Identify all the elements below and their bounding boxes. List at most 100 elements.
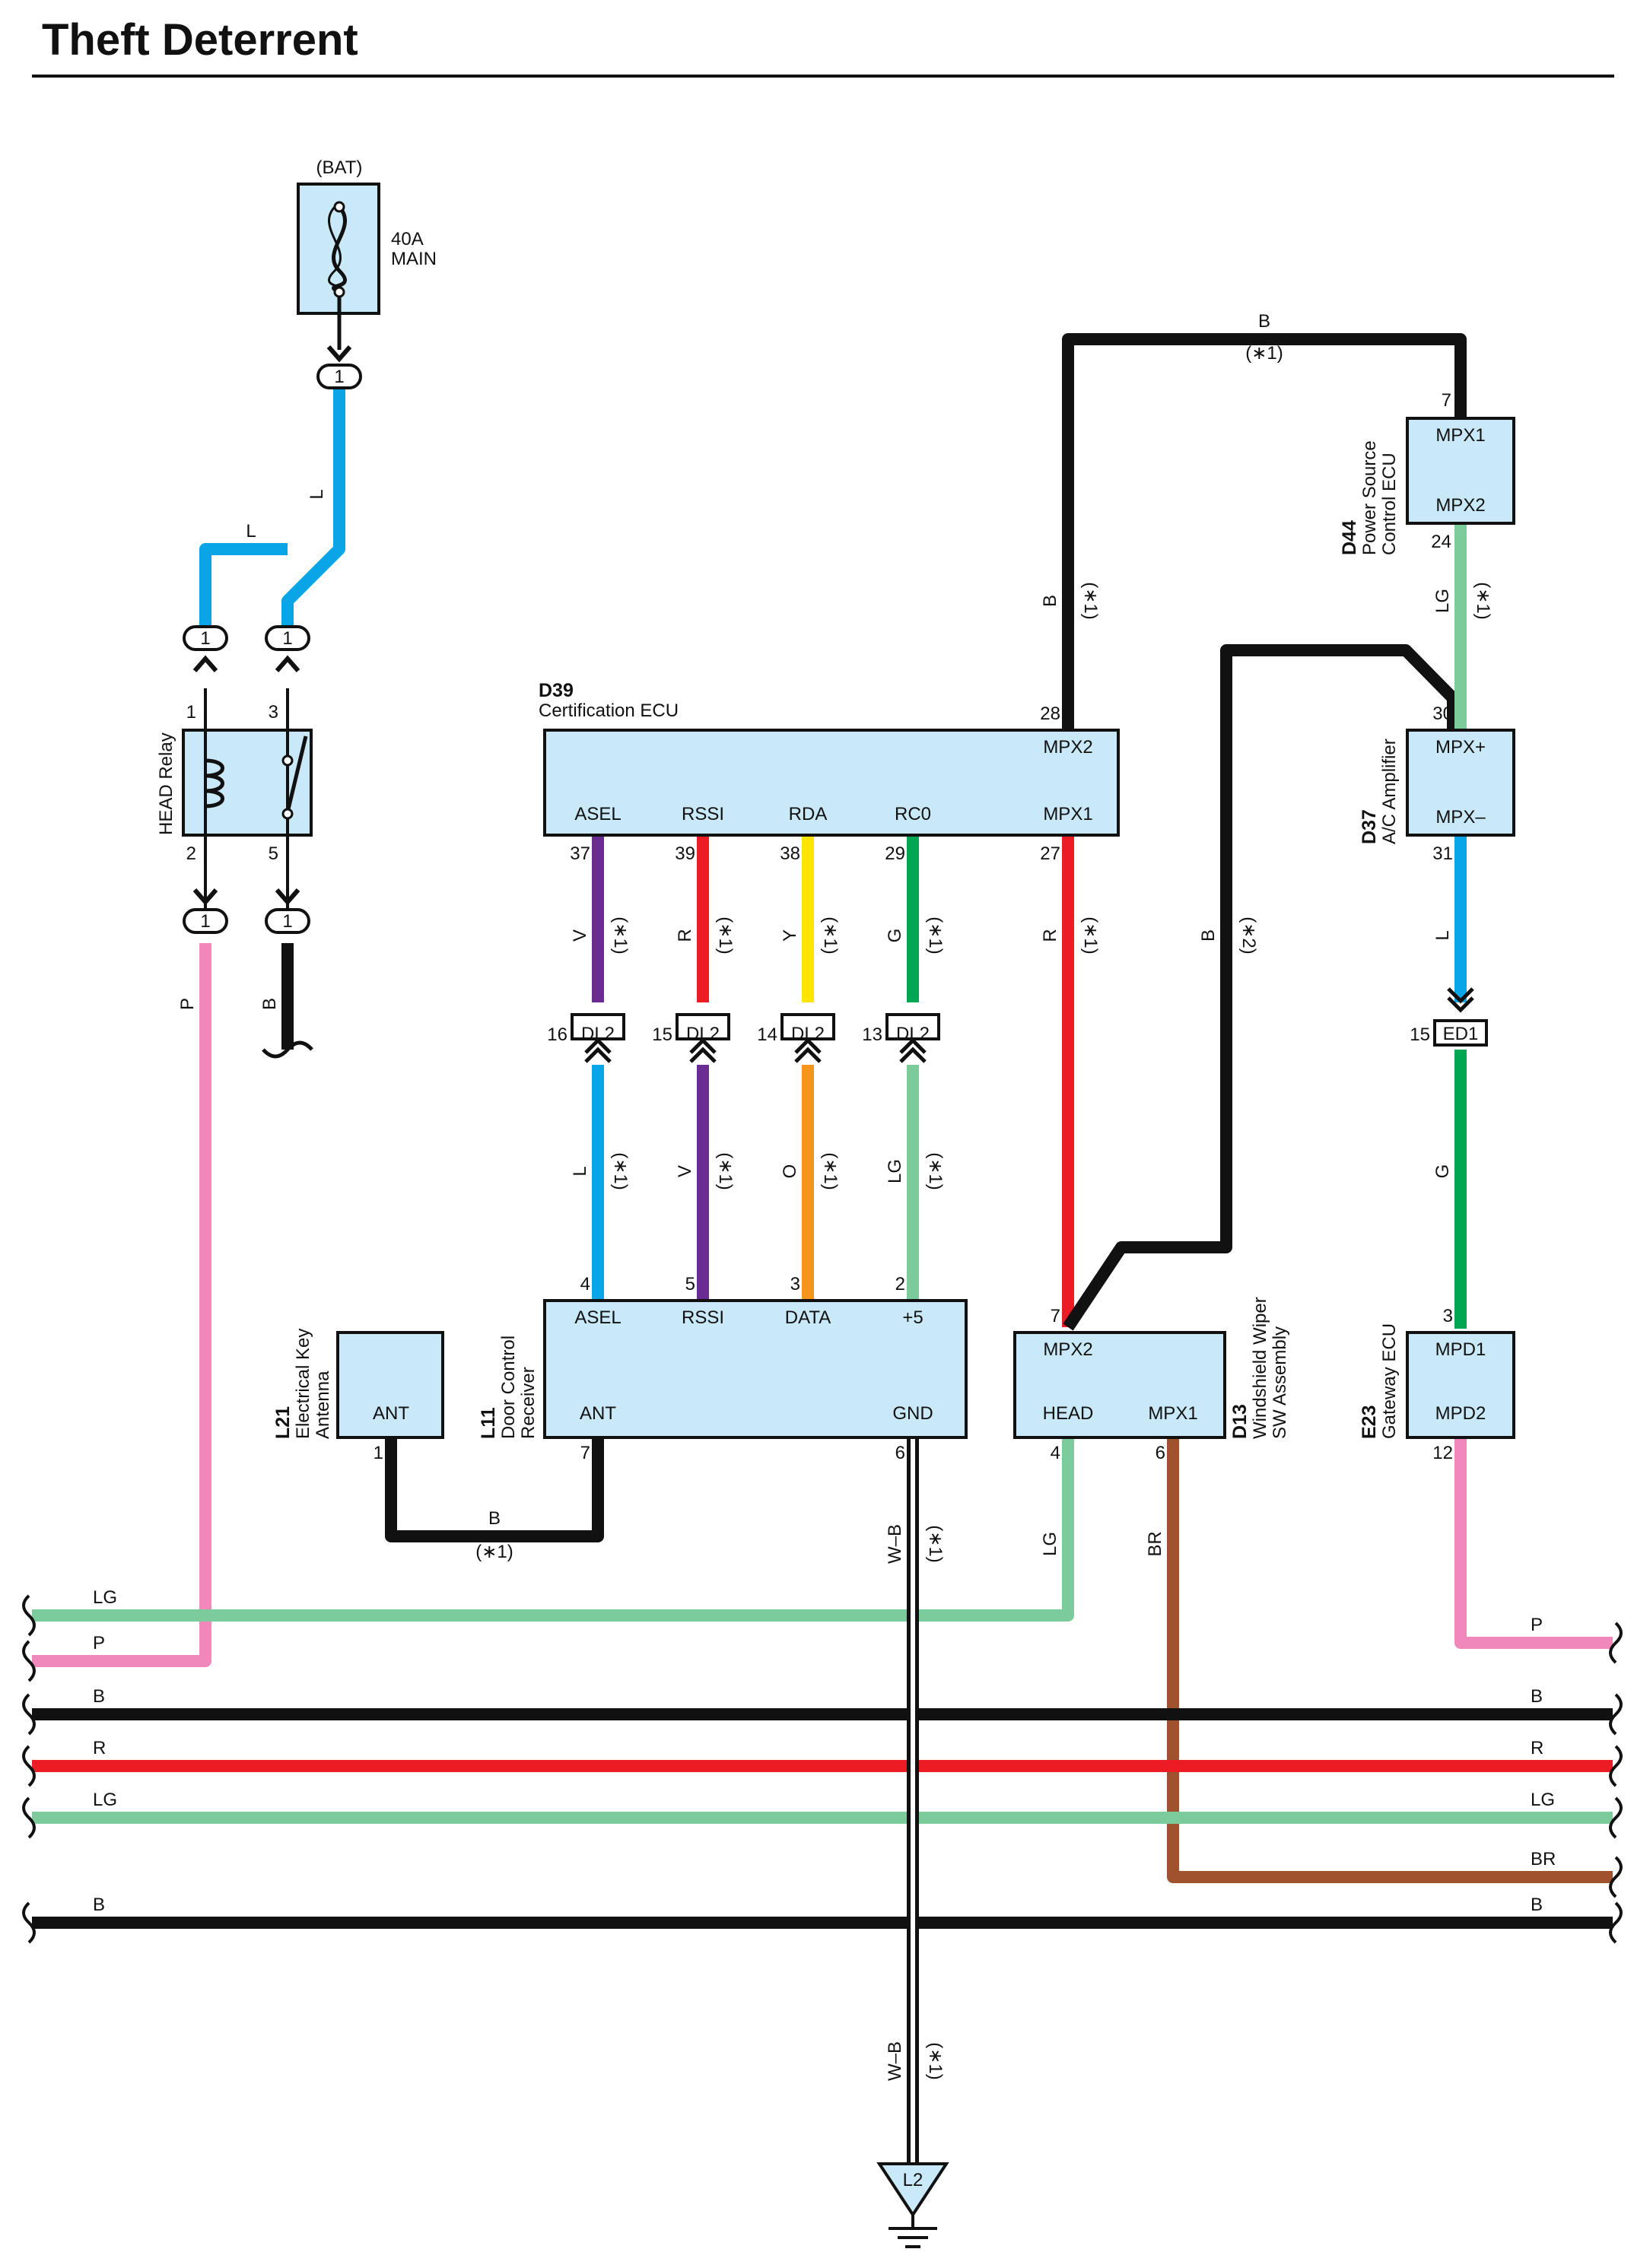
wiper-term-head: HEAD bbox=[1043, 1403, 1094, 1424]
cert-pin-28: 28 bbox=[1040, 704, 1060, 724]
dl2-pin-13: 13 bbox=[862, 1024, 882, 1045]
cert-pin-39: 39 bbox=[675, 843, 695, 864]
page-title: Theft Deterrent bbox=[42, 15, 358, 65]
dl2-pin-15: 15 bbox=[652, 1024, 672, 1045]
ed1-label: ED1 bbox=[1443, 1024, 1479, 1044]
bus-break-right bbox=[1609, 1745, 1623, 1787]
cert-pin-27: 27 bbox=[1040, 843, 1060, 864]
vertical-wire-label-9: V bbox=[675, 1165, 695, 1177]
vertical-wire-note-12: (∗1) bbox=[1080, 582, 1101, 619]
bus-label-right-1: P bbox=[1531, 1615, 1543, 1635]
wiper-name-1: Windshield Wiper bbox=[1250, 1297, 1270, 1439]
head-relay-pin-5: 5 bbox=[269, 843, 278, 864]
wire-B-antenna bbox=[385, 1437, 604, 1542]
fuse-name-label: MAIN bbox=[391, 249, 437, 269]
relay-connectors bbox=[183, 625, 310, 934]
acamp-term-mpxm: MPX– bbox=[1435, 807, 1486, 827]
dcr-term-ant: ANT bbox=[580, 1403, 616, 1424]
bus-label-left-2: B bbox=[93, 1686, 105, 1707]
dcr-pin-4: 4 bbox=[580, 1274, 590, 1294]
vertical-wire-label-1: P bbox=[177, 998, 198, 1010]
psecu-name-2: Control ECU bbox=[1379, 453, 1400, 555]
bus-label-left-4: LG bbox=[93, 1790, 117, 1810]
bus-label-right-3: R bbox=[1531, 1738, 1543, 1758]
bus-break-right bbox=[1609, 1622, 1623, 1664]
vertical-wire-label-18: W–B bbox=[885, 2041, 905, 2081]
power-source-ecu bbox=[1406, 417, 1515, 525]
fuse-terminal: 1 bbox=[334, 367, 344, 387]
antenna-code: L21 bbox=[272, 1406, 294, 1439]
vertical-wire-label-14: B bbox=[1198, 929, 1219, 942]
psecu-term-mpx1: MPX1 bbox=[1435, 425, 1485, 446]
wires bbox=[32, 333, 1613, 1883]
acamp-pin-31: 31 bbox=[1432, 843, 1453, 864]
gateway-ecu bbox=[1406, 1331, 1515, 1439]
dl2-label-2: DL2 bbox=[686, 1024, 720, 1044]
vertical-wire-note-4: (∗1) bbox=[715, 916, 736, 954]
dcr-term-asel: ASEL bbox=[574, 1307, 621, 1328]
dcr-name-2: Receiver bbox=[518, 1367, 539, 1439]
acamp-pin-30: 30 bbox=[1432, 704, 1453, 724]
door-control-receiver bbox=[543, 1299, 968, 1439]
dcr-term-rssi: RSSI bbox=[682, 1307, 724, 1328]
wiper-term-mpx1: MPX1 bbox=[1148, 1403, 1197, 1424]
vertical-wire-label-11: LG bbox=[885, 1159, 905, 1183]
acamp-term-mpxp: MPX+ bbox=[1435, 737, 1486, 758]
gateway-pin-12: 12 bbox=[1432, 1443, 1453, 1463]
wiper-name-2: SW Assembly bbox=[1270, 1326, 1290, 1439]
acamp-code: D37 bbox=[1359, 809, 1380, 844]
bus-break-right bbox=[1609, 1856, 1623, 1898]
vertical-wire-note-14: (∗2) bbox=[1238, 916, 1259, 954]
vertical-wire-note-6: (∗1) bbox=[925, 916, 946, 954]
dcr-pin-6: 6 bbox=[895, 1443, 905, 1463]
dcr-pin-7: 7 bbox=[580, 1443, 590, 1463]
dcr-code: L11 bbox=[478, 1407, 499, 1439]
vertical-wire-label-3: V bbox=[570, 929, 590, 942]
antenna-pin: 1 bbox=[374, 1443, 383, 1463]
vertical-wire-note-7: (∗1) bbox=[1080, 916, 1101, 954]
dcr-name-1: Door Control bbox=[498, 1336, 519, 1439]
bus-label-left-1: P bbox=[93, 1633, 105, 1653]
fuse-connector bbox=[316, 345, 362, 389]
vertical-wire-label-5: Y bbox=[780, 929, 800, 942]
antenna-name-2: Antenna bbox=[313, 1371, 333, 1439]
key-antenna bbox=[336, 1331, 444, 1439]
wire-L-fuse bbox=[281, 388, 345, 628]
vertical-wire-label-17: W–B bbox=[885, 1524, 905, 1564]
vertical-wire-label-0: L bbox=[307, 489, 327, 499]
ground-symbol bbox=[876, 2162, 949, 2248]
bus-break-left bbox=[22, 1693, 36, 1736]
vertical-wire-label-16: G bbox=[1432, 1164, 1453, 1179]
vertical-wire-label-15: L bbox=[1432, 930, 1453, 940]
dl2-pin-16: 16 bbox=[547, 1024, 567, 1045]
wire-BR-wiper-mpx1 bbox=[1167, 1437, 1613, 1883]
vertical-wire-label-8: L bbox=[570, 1166, 590, 1176]
bus-break-right bbox=[1609, 1693, 1623, 1736]
gateway-name: Gateway ECU bbox=[1379, 1323, 1400, 1439]
vertical-wire-label-10: O bbox=[780, 1164, 800, 1179]
relay-conn-4: 1 bbox=[282, 911, 292, 932]
note-b-antenna: (∗1) bbox=[475, 1542, 513, 1562]
head-relay-pin-1: 1 bbox=[186, 702, 196, 723]
bus-break-left bbox=[22, 1796, 36, 1839]
vertical-wire-note-5: (∗1) bbox=[820, 916, 841, 954]
cert-term-mpx1: MPX1 bbox=[1043, 804, 1092, 824]
wiper-code: D13 bbox=[1229, 1404, 1251, 1439]
antenna-term: ANT bbox=[373, 1403, 409, 1424]
ac-amplifier bbox=[1406, 729, 1515, 837]
cert-pin-29: 29 bbox=[885, 843, 905, 864]
dl2-chevron-0-1 bbox=[584, 1047, 612, 1063]
vertical-wire-label-19: LG bbox=[1040, 1532, 1060, 1556]
dl2-chevron-1-0 bbox=[689, 1037, 717, 1054]
wire-L-loop bbox=[199, 543, 288, 628]
bus-break-right bbox=[1609, 1901, 1623, 1944]
dl2-label-3: DL2 bbox=[791, 1024, 825, 1044]
cert-term-rssi: RSSI bbox=[682, 804, 724, 824]
vertical-wire-label-6: G bbox=[885, 929, 905, 943]
bus-label-left-0: LG bbox=[93, 1587, 117, 1608]
dl2-box-1 bbox=[676, 1013, 730, 1040]
dl2-pin-14: 14 bbox=[757, 1024, 777, 1045]
